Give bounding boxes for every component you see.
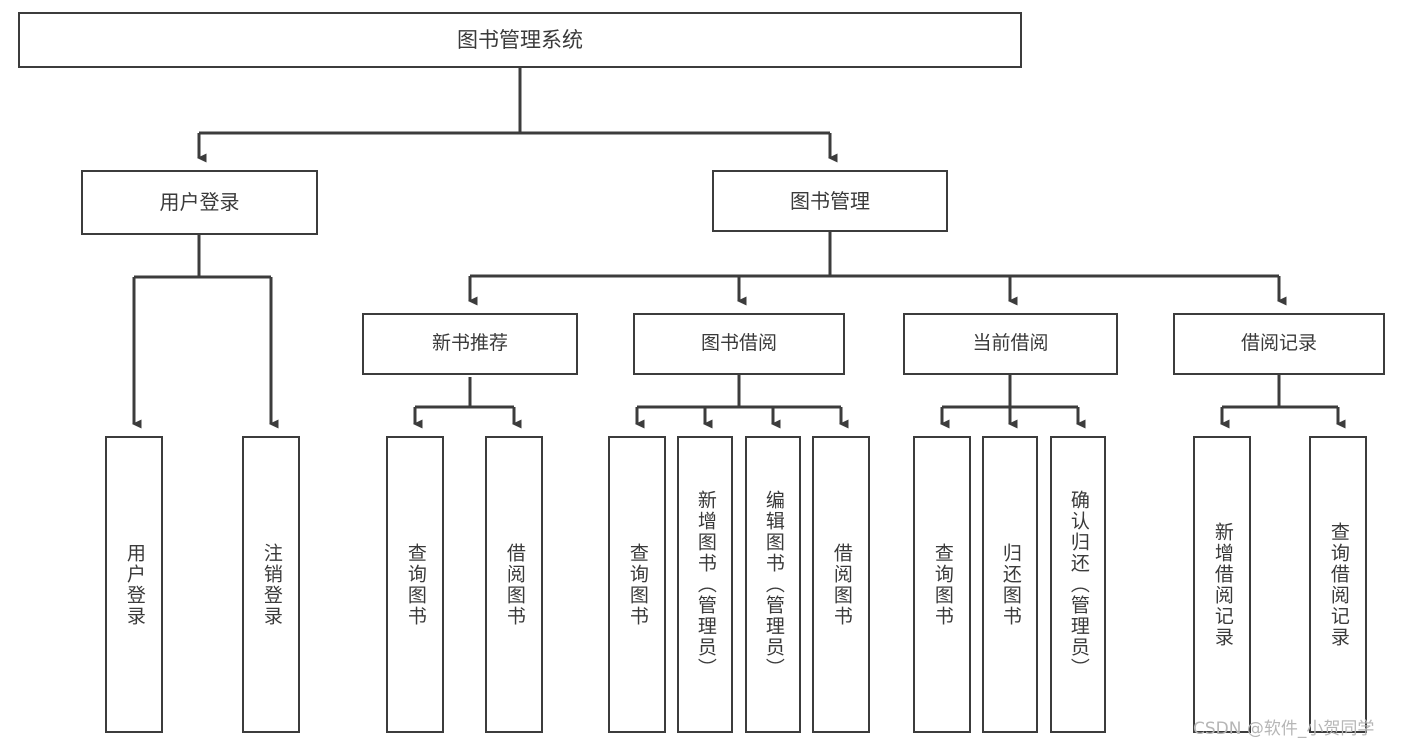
node-label: 图书借阅 <box>700 332 777 355</box>
node-label: 借阅图书 <box>830 542 853 627</box>
node-current-borrow[interactable]: 当前借阅 <box>903 313 1118 375</box>
leaf-record-add-record[interactable]: 新增借阅记录 <box>1193 436 1251 733</box>
leaf-borrow-query-book[interactable]: 查询图书 <box>608 436 666 733</box>
leaf-borrow-borrow-book[interactable]: 借阅图书 <box>812 436 870 733</box>
node-label: 图书管理 <box>790 188 870 213</box>
leaf-record-query-record[interactable]: 查询借阅记录 <box>1309 436 1367 733</box>
node-label: 确认归还（管理员） <box>1067 490 1090 679</box>
node-label: 用户登录 <box>123 542 146 627</box>
leaf-recommend-borrow-book[interactable]: 借阅图书 <box>485 436 543 733</box>
node-label: 查询图书 <box>931 542 954 627</box>
node-label: 图书管理系统 <box>457 27 583 52</box>
node-label: 注销登录 <box>260 542 283 627</box>
leaf-user-login-signin[interactable]: 用户登录 <box>105 436 163 733</box>
watermark: CSDN @软件_小贺同学 <box>1193 719 1375 739</box>
node-label: 查询图书 <box>626 542 649 627</box>
leaf-current-query-book[interactable]: 查询图书 <box>913 436 971 733</box>
node-root-system[interactable]: 图书管理系统 <box>18 12 1022 68</box>
node-label: 当前借阅 <box>972 332 1049 355</box>
node-label: 新书推荐 <box>431 332 508 355</box>
node-label: 归还图书 <box>999 542 1022 627</box>
node-label: 借阅记录 <box>1240 332 1317 355</box>
node-label: 查询借阅记录 <box>1327 521 1350 648</box>
node-book-management[interactable]: 图书管理 <box>712 170 948 232</box>
node-borrow-record[interactable]: 借阅记录 <box>1173 313 1385 375</box>
node-user-login[interactable]: 用户登录 <box>81 170 318 235</box>
leaf-user-login-signout[interactable]: 注销登录 <box>242 436 300 733</box>
node-label: 查询图书 <box>404 542 427 627</box>
leaf-recommend-query-book[interactable]: 查询图书 <box>386 436 444 733</box>
leaf-current-confirm-return-admin[interactable]: 确认归还（管理员） <box>1050 436 1106 733</box>
node-label: 借阅图书 <box>503 542 526 627</box>
node-label: 新增图书（管理员） <box>694 490 717 679</box>
node-label: 编辑图书（管理员） <box>762 490 785 679</box>
leaf-borrow-edit-book-admin[interactable]: 编辑图书（管理员） <box>745 436 801 733</box>
leaf-current-return-book[interactable]: 归还图书 <box>982 436 1038 733</box>
node-label: 用户登录 <box>159 190 240 214</box>
node-new-book-recommend[interactable]: 新书推荐 <box>362 313 578 375</box>
leaf-borrow-add-book-admin[interactable]: 新增图书（管理员） <box>677 436 733 733</box>
node-book-borrow[interactable]: 图书借阅 <box>633 313 845 375</box>
node-label: 新增借阅记录 <box>1211 521 1234 648</box>
